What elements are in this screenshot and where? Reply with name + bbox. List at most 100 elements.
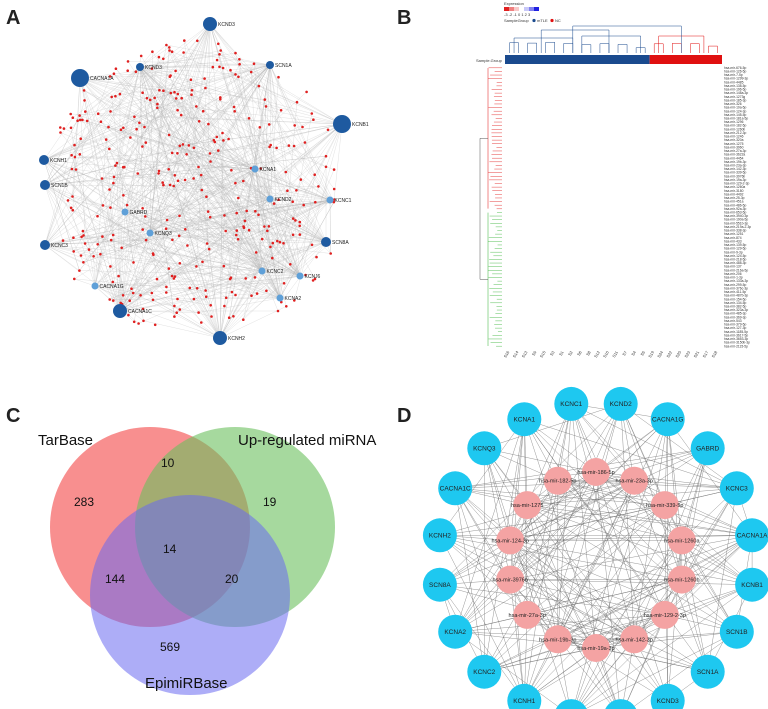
mirna-node (174, 97, 178, 100)
network-edge (510, 471, 597, 541)
row-label: hsa-mir-653-5p (724, 211, 747, 215)
mirna-node (293, 124, 297, 127)
network-edge (75, 169, 331, 201)
legend-swatch (514, 7, 519, 11)
mirna-node (132, 261, 135, 264)
mirna-label: hsa-mir-19a-3p (577, 646, 614, 652)
mirna-node (173, 174, 177, 177)
gene-node (735, 567, 768, 602)
mirna-node (326, 128, 330, 132)
network-edge (574, 448, 708, 709)
network-edge (97, 216, 281, 299)
mirna-node (73, 143, 76, 147)
network-edge (74, 278, 281, 299)
network-edge (524, 419, 708, 672)
column-label: S21 (692, 349, 700, 358)
legend-swatch (519, 7, 524, 11)
network-edge (77, 66, 141, 121)
mirna-node (242, 318, 245, 322)
network-edge (83, 64, 271, 263)
network-edge (172, 168, 256, 240)
network-edge (527, 614, 708, 672)
mirna-node (667, 526, 696, 555)
network-edge (124, 211, 173, 240)
mirna-node (114, 94, 117, 98)
network-edge (510, 504, 665, 541)
network-edge (219, 215, 225, 339)
mirna-node (233, 110, 236, 113)
mirna-node (238, 62, 241, 66)
mirna-label: hsa-mir-129-2-3p (644, 613, 686, 619)
mirna-node (82, 89, 86, 92)
network-edge (123, 167, 301, 277)
network-edge (527, 488, 737, 506)
mirna-node (71, 116, 75, 119)
network-edge (139, 44, 167, 68)
network-edge (219, 306, 287, 339)
network-edge (149, 232, 211, 306)
network-edge (234, 111, 331, 201)
mirna-node (121, 294, 125, 297)
network-edge (484, 504, 665, 672)
network-edge (121, 23, 211, 248)
network-edge (254, 168, 291, 265)
gene-node (251, 165, 259, 173)
network-edge (163, 90, 343, 125)
panel-a-edges (43, 23, 343, 339)
network-edge (79, 77, 115, 177)
network-edge (149, 199, 279, 234)
network-edge (455, 448, 708, 489)
network-edge (595, 471, 668, 701)
column-dendrogram-branch (572, 25, 682, 53)
network-edge (139, 66, 329, 245)
network-edge (120, 211, 126, 303)
network-edge (510, 419, 525, 541)
network-edge (595, 631, 737, 649)
network-edge (115, 23, 211, 97)
network-edge (264, 199, 331, 227)
row-label: hsa-mir-676-5p (724, 66, 747, 70)
network-edge (230, 70, 331, 201)
mirna-node (101, 204, 105, 207)
network-edge (100, 121, 263, 272)
network-edge (269, 64, 334, 203)
network-edge (269, 64, 331, 201)
network-edge (455, 631, 597, 649)
venn-count-epi-only: 569 (160, 640, 180, 654)
mirna-node (79, 137, 82, 140)
mirna-node (197, 311, 200, 314)
network-edge (43, 106, 197, 161)
mirna-node (173, 275, 177, 278)
mirna-node (298, 224, 302, 228)
network-edge (74, 278, 96, 287)
mirna-node (151, 298, 155, 302)
gene-node (113, 304, 127, 318)
mirna-node (83, 99, 86, 102)
network-edge (94, 285, 139, 324)
network-edge (94, 55, 142, 287)
mirna-node (224, 229, 227, 233)
column-label: S6 (576, 349, 583, 356)
network-edge (124, 211, 167, 287)
network-edge (143, 320, 221, 339)
network-edge (139, 66, 253, 169)
mirna-node (192, 297, 196, 301)
network-edge (113, 73, 256, 170)
network-edge (139, 47, 170, 68)
mirna-node (289, 263, 292, 266)
mirna-node (130, 287, 133, 291)
network-edge (81, 255, 263, 272)
row-label: hsa-mir-1273g (724, 95, 745, 99)
network-edge (484, 448, 635, 640)
mirna-node (299, 178, 303, 181)
mirna-node (176, 179, 180, 183)
network-edge (439, 535, 682, 580)
network-edge (439, 535, 597, 649)
mirna-node (178, 308, 182, 311)
network-edge (510, 540, 668, 701)
network-edge (265, 106, 331, 201)
network-edge (144, 126, 271, 200)
gene-label: KCNQ3 (473, 446, 496, 453)
mirna-node (165, 291, 168, 294)
network-edge (527, 448, 708, 506)
